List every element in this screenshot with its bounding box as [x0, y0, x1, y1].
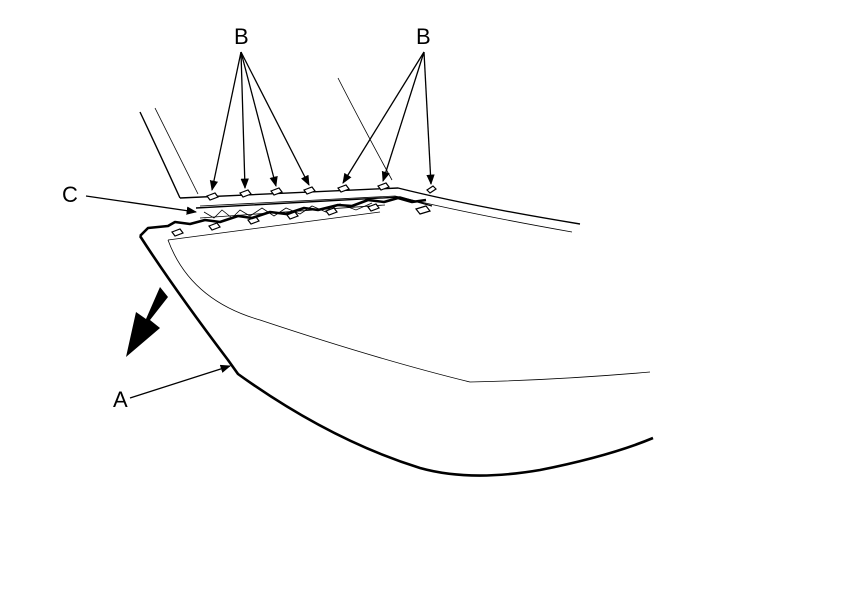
- callout-c: C: [62, 182, 78, 207]
- clip: [426, 185, 437, 194]
- clip: [325, 207, 338, 216]
- trim-panel: [138, 196, 654, 477]
- clip: [377, 182, 390, 191]
- clip: [208, 222, 221, 231]
- clip: [367, 203, 380, 212]
- clip: [303, 186, 316, 195]
- callout-b-left: B: [234, 24, 249, 49]
- clip: [337, 184, 350, 193]
- clip: [270, 187, 283, 196]
- callout-b-right: B: [416, 24, 431, 49]
- clip: [239, 189, 252, 198]
- clips: [171, 182, 437, 237]
- removal-direction-arrow-icon: [126, 287, 168, 357]
- callout-a: A: [113, 387, 128, 412]
- clip: [206, 192, 219, 201]
- clip: [171, 228, 184, 237]
- clip: [414, 205, 432, 215]
- leader-lines: [85, 51, 435, 399]
